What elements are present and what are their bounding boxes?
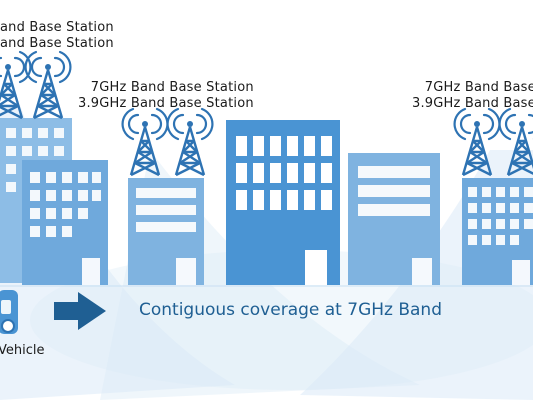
station-label-left-line1: and Base Station xyxy=(0,20,114,35)
arrow-right-icon xyxy=(54,292,106,330)
coverage-headline: Contiguous coverage at 7GHz Band xyxy=(139,300,442,320)
coverage-lobe-left xyxy=(0,105,235,400)
car-icon xyxy=(0,290,18,334)
station-label-right-line2: 3.9GHz Band Base xyxy=(412,96,533,111)
buildings xyxy=(0,118,533,285)
station-label-left: and Base Station and Base Station xyxy=(0,20,114,52)
station-label-middle-line1: 7GHz Band Base Station xyxy=(90,80,254,95)
station-label-middle: 7GHz Band Base Station 3.9GHz Band Base … xyxy=(78,80,254,112)
station-label-right-line1: 7GHz Band Base xyxy=(424,80,533,95)
station-label-left-line2: and Base Station xyxy=(0,36,114,51)
station-label-right: 7GHz Band Base 3.9GHz Band Base xyxy=(412,80,533,112)
coverage-ellipse xyxy=(30,250,533,390)
station-label-middle-line2: 3.9GHz Band Base Station xyxy=(78,96,254,111)
vehicle-label: Vehicle xyxy=(0,343,45,358)
